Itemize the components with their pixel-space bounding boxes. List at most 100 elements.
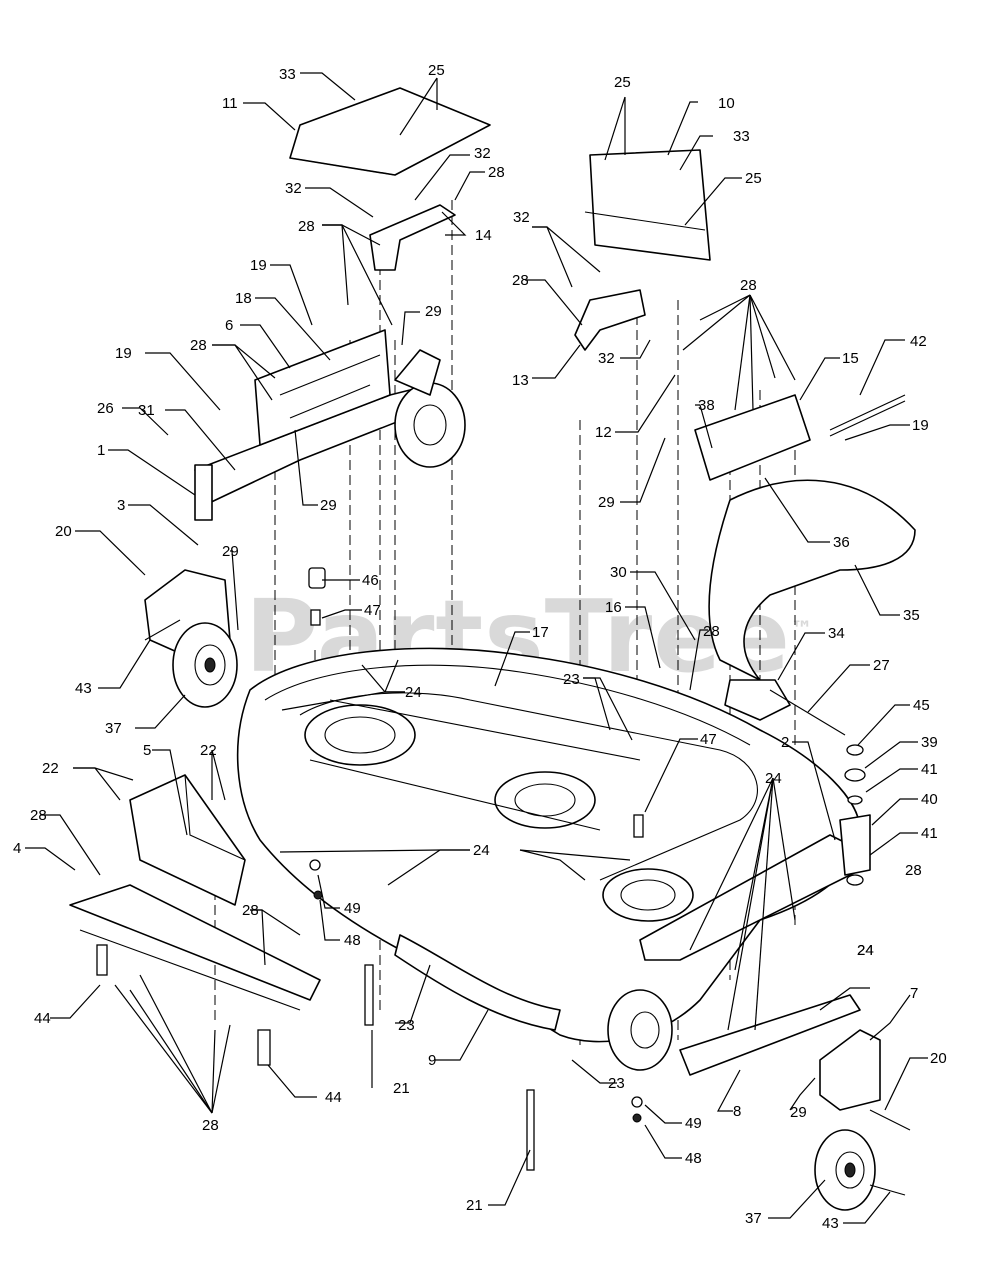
callout-24: 24 xyxy=(473,842,490,859)
callout-19: 19 xyxy=(912,417,929,434)
callout-21: 21 xyxy=(466,1197,483,1214)
callout-33: 33 xyxy=(279,66,296,83)
callout-48: 48 xyxy=(344,932,361,949)
callout-24: 24 xyxy=(405,684,422,701)
callout-8: 8 xyxy=(733,1103,741,1120)
callout-20: 20 xyxy=(55,523,72,540)
bar-8 xyxy=(679,994,861,1076)
callout-23: 23 xyxy=(608,1075,625,1092)
callout-28: 28 xyxy=(703,623,720,640)
callout-24: 24 xyxy=(765,770,782,787)
callout-29: 29 xyxy=(425,303,442,320)
callout-43: 43 xyxy=(75,680,92,697)
callout-14: 14 xyxy=(475,227,492,244)
plate-6 xyxy=(254,329,391,446)
callout-29: 29 xyxy=(790,1104,807,1121)
callout-21: 21 xyxy=(393,1080,410,1097)
callout-19: 19 xyxy=(250,257,267,274)
callout-44: 44 xyxy=(325,1089,342,1106)
callout-13: 13 xyxy=(512,372,529,389)
callout-43: 43 xyxy=(822,1215,839,1232)
callout-7: 7 xyxy=(910,985,918,1002)
wheel-center-front xyxy=(607,989,673,1071)
callout-17: 17 xyxy=(532,624,549,641)
callout-28: 28 xyxy=(30,807,47,824)
callout-41: 41 xyxy=(921,825,938,842)
callout-47: 47 xyxy=(364,602,381,619)
callout-42: 42 xyxy=(910,333,927,350)
callout-22: 22 xyxy=(42,760,59,777)
callout-15: 15 xyxy=(842,350,859,367)
cylinder-34 xyxy=(724,679,791,721)
callout-37: 37 xyxy=(745,1210,762,1227)
callout-37: 37 xyxy=(105,720,122,737)
callout-26: 26 xyxy=(97,400,114,417)
callout-32: 32 xyxy=(285,180,302,197)
callout-40: 40 xyxy=(921,791,938,808)
baffle-15 xyxy=(694,394,811,481)
callout-20: 20 xyxy=(930,1050,947,1067)
callout-4: 4 xyxy=(13,840,21,857)
callout-25: 25 xyxy=(745,170,762,187)
wheel-bracket-7 xyxy=(819,1029,881,1111)
callout-3: 3 xyxy=(117,497,125,514)
callout-28: 28 xyxy=(190,337,207,354)
callout-labels: 33 25 11 32 28 32 28 14 19 18 6 29 28 19… xyxy=(13,62,947,1232)
callout-25: 25 xyxy=(428,62,445,79)
wheel-37-right xyxy=(814,1129,876,1211)
callout-49: 49 xyxy=(344,900,361,917)
callout-18: 18 xyxy=(235,290,252,307)
callout-28: 28 xyxy=(242,902,259,919)
leader-lines xyxy=(25,72,928,1224)
cover-11 xyxy=(289,87,491,176)
callout-49: 49 xyxy=(685,1115,702,1132)
callout-28: 28 xyxy=(488,164,505,181)
callout-34: 34 xyxy=(828,625,845,642)
callout-22: 22 xyxy=(200,742,217,759)
callout-28: 28 xyxy=(740,277,757,294)
cover-10 xyxy=(584,149,711,261)
callout-12: 12 xyxy=(595,424,612,441)
callout-2: 2 xyxy=(781,734,789,751)
callout-16: 16 xyxy=(605,599,622,616)
callout-31: 31 xyxy=(138,402,155,419)
bracket-5 xyxy=(129,774,246,906)
callout-10: 10 xyxy=(718,95,735,112)
callout-6: 6 xyxy=(225,317,233,334)
callout-36: 36 xyxy=(833,534,850,551)
callout-23: 23 xyxy=(563,671,580,688)
arm-2 xyxy=(639,814,871,961)
callout-24: 24 xyxy=(857,942,874,959)
callout-25: 25 xyxy=(614,74,631,91)
callout-5: 5 xyxy=(143,742,151,759)
callout-47: 47 xyxy=(700,731,717,748)
callout-44: 44 xyxy=(34,1010,51,1027)
callout-29: 29 xyxy=(320,497,337,514)
callout-32: 32 xyxy=(598,350,615,367)
callout-39: 39 xyxy=(921,734,938,751)
callout-29: 29 xyxy=(598,494,615,511)
bracket-13 xyxy=(574,289,646,351)
callout-35: 35 xyxy=(903,607,920,624)
callout-29: 29 xyxy=(222,543,239,560)
callout-48: 48 xyxy=(685,1150,702,1167)
bracket-14 xyxy=(369,204,456,271)
callout-38: 38 xyxy=(698,397,715,414)
callout-46: 46 xyxy=(362,572,379,589)
callout-28: 28 xyxy=(298,218,315,235)
callout-24: 24 xyxy=(857,942,874,959)
callout-9: 9 xyxy=(428,1052,436,1069)
wheel-37-left xyxy=(172,622,238,708)
callout-30: 30 xyxy=(610,564,627,581)
callout-19: 19 xyxy=(115,345,132,362)
baffle-9 xyxy=(394,934,561,1031)
callout-28: 28 xyxy=(202,1117,219,1134)
callout-33: 33 xyxy=(733,128,750,145)
callout-23: 23 xyxy=(398,1017,415,1034)
wheel-left-rear xyxy=(394,349,466,468)
callout-32: 32 xyxy=(474,145,491,162)
callout-41: 41 xyxy=(921,761,938,778)
arm-4 xyxy=(69,884,321,1011)
chute-35 xyxy=(708,479,916,681)
